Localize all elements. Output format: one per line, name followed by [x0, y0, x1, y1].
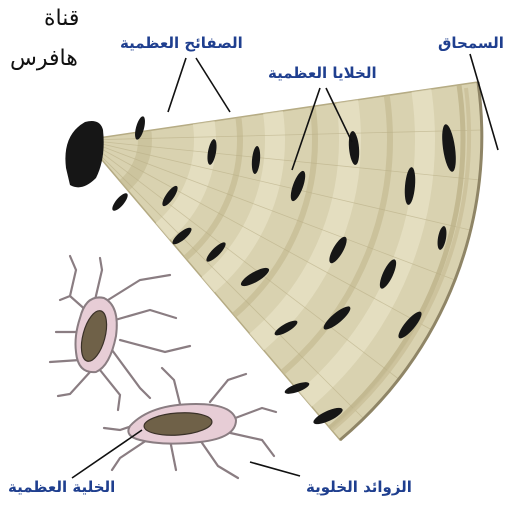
pointer-lamellae-2 — [196, 58, 230, 112]
osteocyte-cell-lower — [128, 404, 236, 444]
label-bone-cell: الخلية العظمية — [8, 478, 115, 496]
label-osteocytes: الخلايا العظمية — [268, 64, 377, 82]
label-lamellae: الصفائح العظمية — [120, 34, 243, 52]
pointer-cell-processes — [250, 462, 300, 476]
concentric-lamellae — [0, 0, 482, 508]
haversian-canal — [65, 121, 103, 187]
label-periosteum: السمحاق — [438, 34, 504, 52]
pointer-bone-cell — [72, 430, 142, 478]
label-haversian-canal-line2: هافرس — [10, 46, 78, 71]
label-cell-processes: الزوائد الخلوية — [306, 478, 412, 496]
bone-wedge — [0, 0, 482, 508]
osteocyte-cell-upper — [76, 297, 117, 372]
pointer-lamellae-1 — [168, 58, 186, 112]
label-haversian-canal-line1: قناة — [44, 6, 79, 31]
